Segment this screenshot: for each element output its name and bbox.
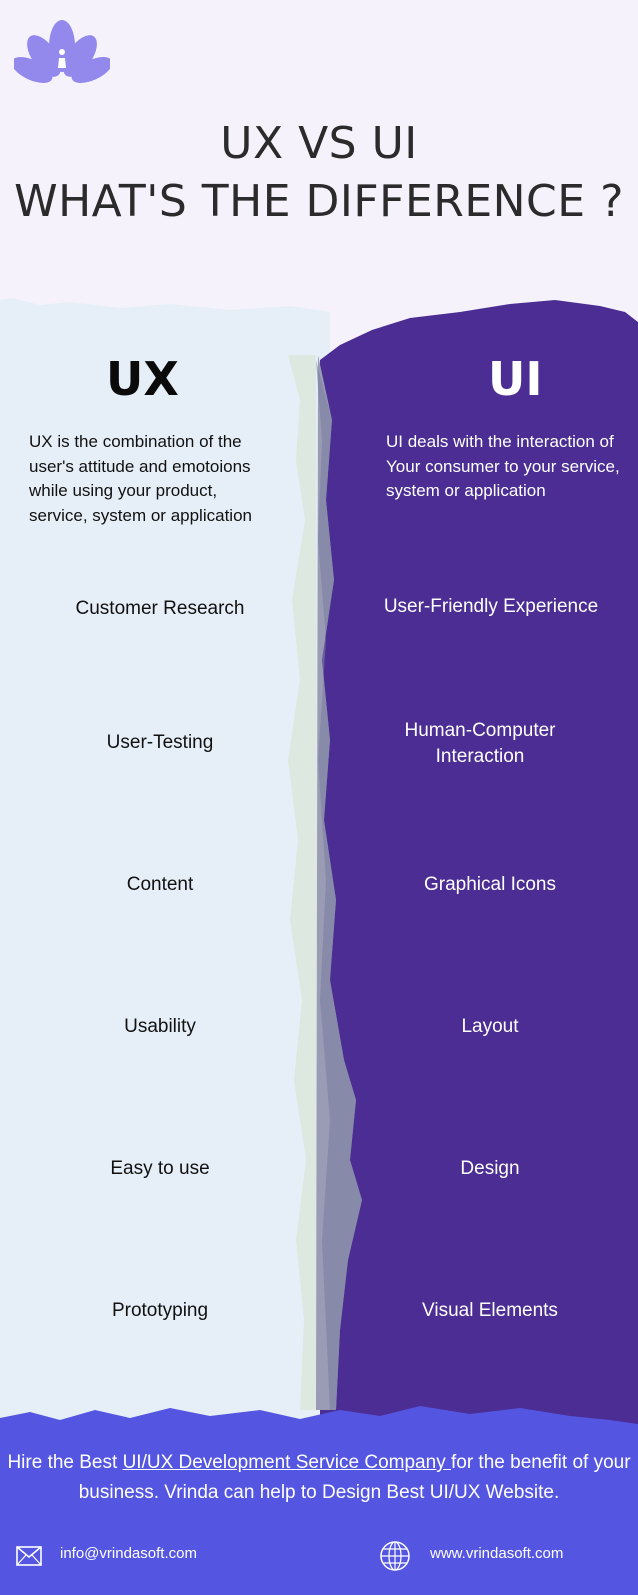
torn-edge-light [288,355,318,1410]
service-company-link[interactable]: UI/UX Development Service Company [122,1452,451,1473]
footer-band [0,1406,638,1595]
ux-heading: UX [106,352,179,406]
ux-item-easy-to-use: Easy to use [110,1158,210,1179]
ui-panel [320,300,638,1440]
footer-cta: Hire the Best UI/UX Development Service … [0,1448,638,1508]
ui-item-user-friendly-experience: User-Friendly Experience [383,596,599,617]
globe-icon [380,1541,410,1571]
ux-item-usability: Usability [124,1016,196,1037]
ux-description: UX is the combination of the user's atti… [29,432,252,525]
ui-item-visual-elements: Visual Elements [422,1300,558,1321]
ux-item-prototyping: Prototyping [111,1300,209,1321]
footer-text-after: for the benefit of your business. Vrinda… [78,1452,631,1503]
ux-item-customer-research: Customer Research [75,598,245,619]
ui-description: UI deals with the interaction of Your co… [386,432,620,500]
footer-text-before: Hire the Best [7,1452,123,1473]
website-link[interactable]: www.vrindasoft.com [430,1545,564,1562]
ui-heading: UI [488,352,543,406]
page-title-line1: UX VS UI [220,118,418,169]
lotus-logo-icon [14,20,110,83]
ux-panel [0,298,330,1420]
ux-item-user-testing: User-Testing [106,732,214,753]
envelope-icon [16,1546,42,1566]
email-link[interactable]: info@vrindasoft.com [60,1545,197,1562]
page-title-line2: WHAT'S THE DIFFERENCE ? [14,176,624,227]
torn-edge-shade [316,360,362,1410]
ux-item-content: Content [126,874,194,895]
ui-item-graphical-icons: Graphical Icons [423,874,556,895]
ui-item-layout: Layout [461,1016,519,1037]
ui-item-design: Design [460,1158,520,1179]
ui-item-human-computer-interaction: Human-Computer Interaction [404,720,556,767]
